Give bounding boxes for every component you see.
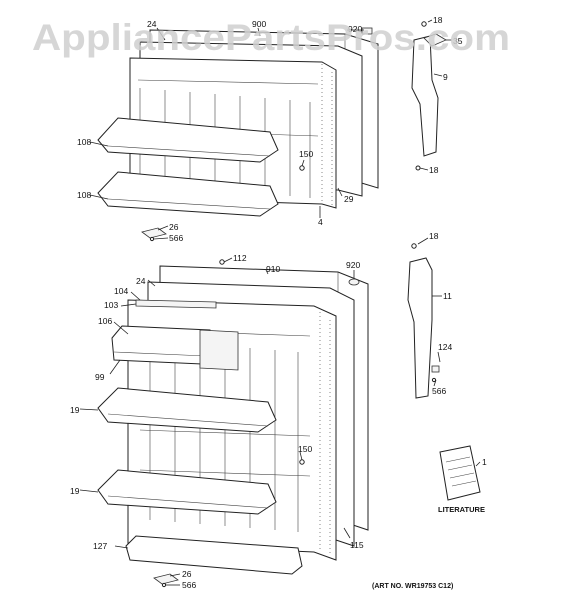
screw-18-bottom	[415, 165, 421, 171]
callout-1: 1	[482, 457, 487, 467]
bin-rim	[107, 495, 269, 509]
callout-99: 99	[95, 372, 105, 382]
callout-127: 127	[93, 541, 107, 551]
dairy-compartment-door	[111, 325, 213, 365]
freezer-door-shelf-upper	[97, 117, 279, 163]
literature-label: LITERATURE	[438, 505, 485, 514]
door-bin-lower	[97, 469, 277, 515]
lower-door-assembly	[79, 257, 369, 588]
callout-103: 103	[104, 300, 118, 310]
dairy-door-rim	[113, 351, 207, 357]
freezer-door-shelf-lower	[97, 171, 279, 217]
callout-108-upper: 108	[77, 137, 91, 147]
callout-18-top: 18	[433, 15, 443, 25]
callout-24: 24	[147, 19, 157, 29]
leader-lines-lower	[79, 257, 355, 586]
callout-566-lower: 566	[182, 580, 196, 590]
callout-26-lower: 26	[182, 569, 192, 579]
upper-door-assembly	[89, 27, 379, 242]
callouts-upper: 24 900 920 18 35 9 108 150 108 29 18 4 2…	[77, 15, 463, 243]
literature-booklet	[439, 445, 481, 501]
callout-19-lower: 19	[70, 486, 80, 496]
callout-124: 124	[438, 342, 452, 352]
callout-19-upper: 19	[70, 405, 80, 415]
screw-566	[149, 236, 155, 242]
screw-18-top	[421, 21, 427, 27]
hinge-11	[407, 257, 433, 399]
literature-packet	[439, 445, 481, 501]
callouts-lower: 112 910 920 24 104 103 106 18 11 124 566…	[70, 231, 487, 590]
callout-26: 26	[169, 222, 179, 232]
callout-566: 566	[169, 233, 183, 243]
screw-566-hinge	[431, 377, 437, 383]
callout-18-bottom: 18	[429, 165, 439, 175]
plug-920-lower	[348, 278, 360, 286]
callout-104: 104	[114, 286, 128, 296]
plug-920	[361, 27, 373, 35]
door-stop-26	[141, 227, 167, 239]
screw-18-lower	[411, 243, 417, 249]
callout-4: 4	[318, 217, 323, 227]
callout-112: 112	[233, 253, 247, 263]
door-stop-26-lower	[153, 573, 179, 585]
shelf-rim	[107, 145, 271, 157]
booklet-lines	[445, 456, 477, 487]
callout-566-hinge: 566	[432, 386, 446, 396]
callout-106: 106	[98, 316, 112, 326]
bin-rim	[107, 413, 269, 427]
art-number: (ART NO. WR19753 C12)	[372, 583, 453, 590]
callout-11: 11	[443, 291, 452, 301]
door-bin-bottom-127	[125, 535, 303, 575]
callout-900: 900	[252, 19, 266, 29]
screw-566-lower	[161, 582, 167, 588]
callout-35: 35	[453, 36, 463, 46]
screw-150-lower	[299, 459, 305, 465]
callout-9: 9	[443, 72, 448, 82]
screw-112	[219, 259, 225, 265]
shelf-rim	[107, 198, 271, 210]
callout-24-lower: 24	[136, 276, 146, 286]
hinge-parts	[407, 19, 452, 399]
screw-150	[299, 165, 305, 171]
callout-18-lower: 18	[429, 231, 439, 241]
shim-124	[431, 365, 440, 373]
callout-108-lower: 108	[77, 190, 91, 200]
watermark-text: AppliancePartsPros.com	[32, 17, 510, 58]
leader-lines-upper	[89, 27, 364, 240]
dairy-bin	[199, 329, 239, 371]
callout-115: 115	[350, 540, 364, 550]
callout-920-lower: 920	[346, 260, 360, 270]
callout-29: 29	[344, 194, 354, 204]
callout-910: 910	[266, 264, 280, 274]
callout-920: 920	[348, 24, 362, 34]
hinge-9	[411, 35, 439, 157]
callout-150-lower: 150	[298, 444, 312, 454]
callout-150: 150	[299, 149, 313, 159]
door-bin-upper	[97, 387, 277, 433]
